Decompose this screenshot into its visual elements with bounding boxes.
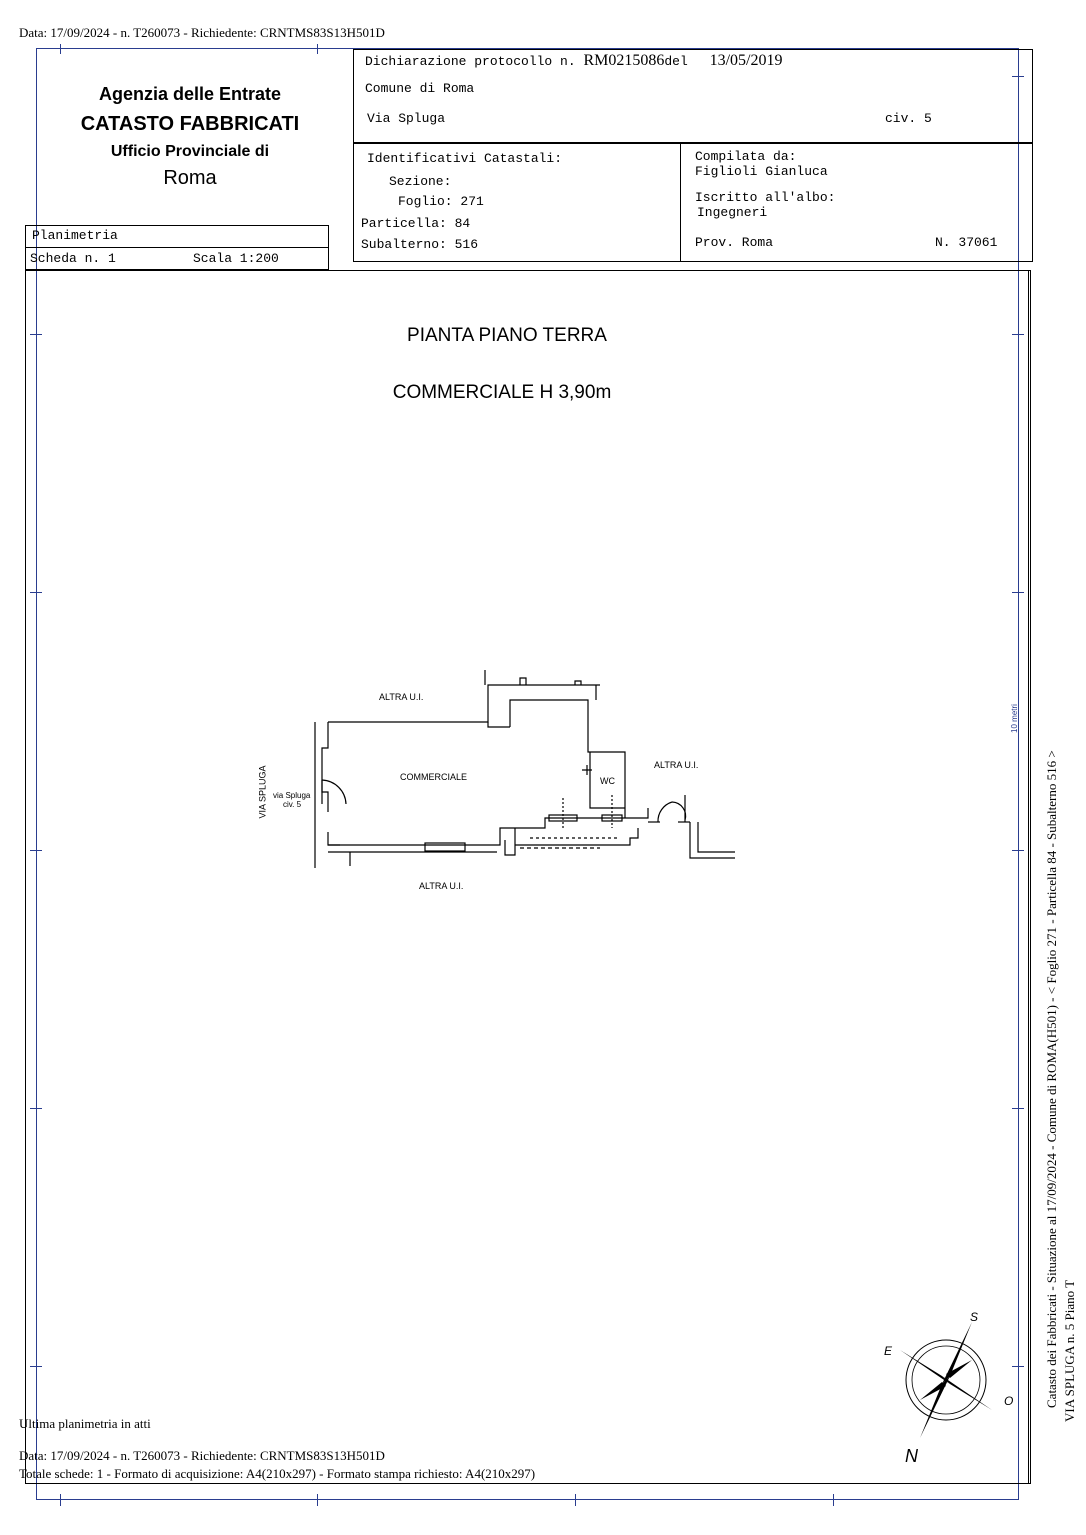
protocol-del: del	[664, 54, 688, 69]
sezione-field: Sezione:	[389, 174, 452, 189]
drawing-area	[25, 270, 1031, 1484]
frame-tick	[30, 334, 42, 335]
foglio-field: Foglio: 271	[398, 194, 484, 209]
protocol-date: 13/05/2019	[709, 52, 783, 69]
frame-tick	[30, 850, 42, 851]
side-info-line: Catasto dei Fabbricati - Situazione al 1…	[1044, 750, 1059, 1408]
label-via-spluga-vertical: VIA SPLUGA	[257, 765, 268, 819]
frame-tick	[60, 44, 61, 54]
albo-number: N. 37061	[935, 235, 998, 250]
compass-s: S	[970, 1310, 979, 1324]
address-text: Via Spluga	[367, 111, 446, 126]
label-door-street: via Spluga	[273, 791, 311, 800]
compilata-name: Figlioli Gianluca	[695, 164, 828, 179]
particella-field: Particella: 84	[361, 216, 471, 231]
scale-bar-tick	[1013, 850, 1024, 851]
compass-rose-icon	[900, 1322, 992, 1438]
label-commerciale: COMMERCIALE	[400, 772, 468, 782]
subalterno-field: Subalterno: 516	[361, 237, 479, 252]
drawing-area-inner-edge	[1028, 270, 1029, 1484]
frame-left-line	[36, 48, 37, 1500]
compass-e: E	[884, 1344, 893, 1358]
frame-tick	[575, 1494, 576, 1506]
label-wc: WC	[600, 776, 615, 786]
agency-city: Roma	[163, 167, 217, 189]
frame-tick	[1012, 1108, 1024, 1109]
frame-tick	[1012, 1366, 1024, 1367]
side-address-line: VIA SPLUGA n. 5 Piano T	[1062, 1279, 1077, 1422]
label-door-civ: civ. 5	[283, 800, 302, 809]
protocol-line: Dichiarazione protocollo n. RM0215086del…	[365, 52, 782, 70]
label-altra-right: ALTRA U.I.	[654, 760, 699, 770]
scale-bar-label: 10 metri	[1009, 704, 1019, 733]
header-request-line: Data: 17/09/2024 - n. T260073 - Richiede…	[19, 25, 385, 40]
iscritto-label: Iscritto all'albo:	[695, 190, 836, 205]
frame-tick	[317, 44, 318, 54]
footer-totale: Totale schede: 1 - Formato di acquisizio…	[19, 1466, 536, 1481]
albo-value: Ingegneri	[697, 205, 768, 220]
plan-title: PIANTA PIANO TERRA	[407, 325, 607, 346]
frame-tick	[1012, 334, 1024, 335]
scale-bar-tick	[1013, 592, 1024, 593]
frame-tick	[60, 1494, 61, 1506]
scala-label: Scala 1:200	[193, 251, 279, 266]
plan-subtitle: COMMERCIALE H 3,90m	[392, 382, 612, 403]
planimetria-divider	[25, 247, 329, 248]
frame-tick	[1012, 76, 1024, 77]
footer-data: Data: 17/09/2024 - n. T260073 - Richiede…	[19, 1448, 385, 1463]
compass-n: N	[905, 1446, 918, 1466]
civic-number: civ. 5	[885, 111, 932, 126]
agency-office: Ufficio Provinciale di	[110, 143, 270, 160]
compilata-label: Compilata da:	[695, 149, 797, 164]
comune-text: Comune di Roma	[365, 81, 475, 96]
protocol-number: RM0215086	[583, 52, 665, 69]
prov-value: Prov. Roma	[695, 235, 774, 250]
footer-ultima: Ultima planimetria in atti	[19, 1416, 151, 1431]
scale-bar	[1018, 592, 1019, 850]
frame-tick	[30, 1366, 42, 1367]
planimetria-label: Planimetria	[32, 228, 118, 243]
scheda-label: Scheda n. 1	[30, 251, 116, 266]
agency-name: Agenzia delle Entrate	[98, 84, 282, 104]
protocol-box	[353, 49, 1033, 143]
frame-tick	[317, 1494, 318, 1506]
label-altra-bottom: ALTRA U.I.	[419, 881, 464, 891]
label-altra-top: ALTRA U.I.	[379, 692, 424, 702]
frame-tick	[833, 1494, 834, 1506]
compilata-box	[680, 143, 1033, 262]
protocol-label: Dichiarazione protocollo n.	[365, 54, 576, 69]
frame-tick	[30, 592, 42, 593]
frame-tick	[30, 1108, 42, 1109]
agency-catasto: CATASTO FABBRICATI	[80, 113, 300, 135]
compass-o: O	[1004, 1394, 1014, 1408]
frame-top-line	[36, 48, 1019, 49]
frame-bottom-line	[36, 1499, 1019, 1500]
identificativi-title: Identificativi Catastali:	[367, 151, 563, 166]
